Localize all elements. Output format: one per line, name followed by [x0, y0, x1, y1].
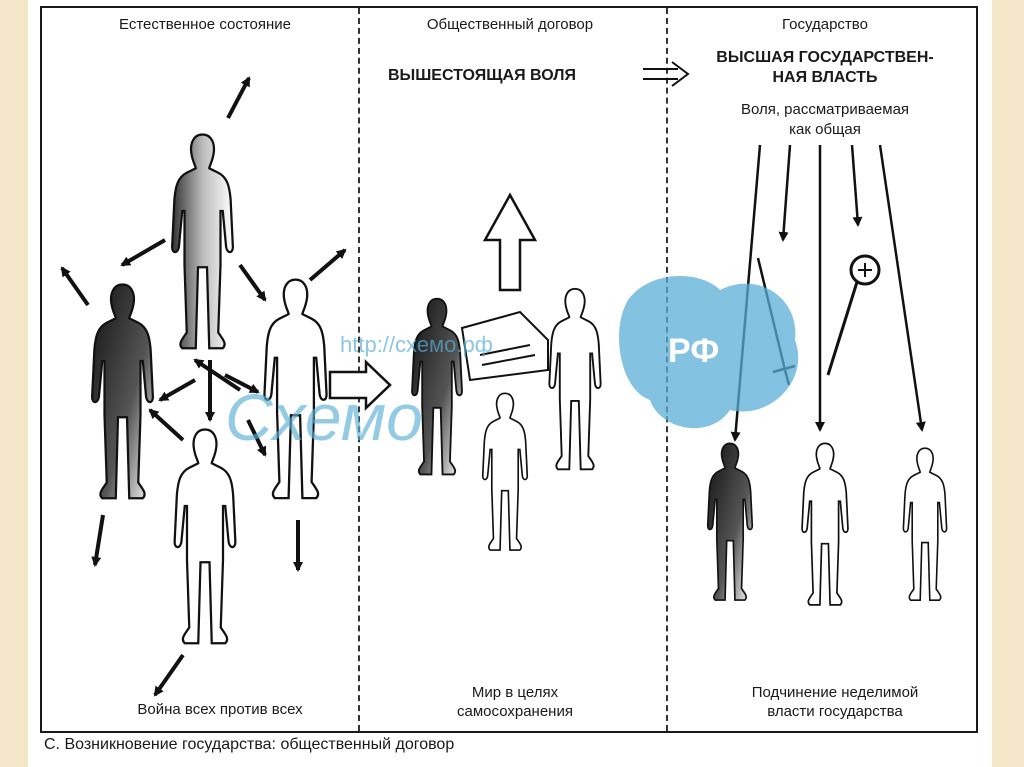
arrow-10 [150, 410, 183, 440]
watermark-badge: РФ [668, 332, 719, 370]
arrow-b [783, 145, 790, 240]
figure-top [172, 135, 233, 349]
figure-subject-1 [708, 443, 753, 600]
figure-right [549, 289, 600, 470]
arrow-1 [228, 78, 249, 118]
watermark-url: http://схемо.рф [340, 332, 493, 357]
arrow-2 [122, 240, 165, 265]
arrow-8 [160, 380, 195, 400]
up-arrow [485, 195, 535, 290]
figure-subject-3 [903, 448, 946, 600]
arrow-3 [62, 268, 88, 305]
figure-bottom [175, 430, 236, 644]
arrow-14 [155, 655, 183, 695]
social-contract-figures [412, 289, 601, 550]
state-figures [708, 443, 947, 605]
figure-subject-2 [802, 443, 848, 605]
arrow-5 [310, 250, 345, 280]
figure-dark-left [92, 285, 153, 499]
figure-center [483, 393, 528, 550]
arrow-12 [95, 515, 103, 565]
scepter-icon [828, 256, 879, 375]
arrow-d [852, 145, 858, 225]
watermark-logo: Схемо [225, 380, 423, 454]
arrow-4 [240, 265, 265, 300]
double-arrow [643, 62, 688, 86]
arrow-e [880, 145, 922, 430]
